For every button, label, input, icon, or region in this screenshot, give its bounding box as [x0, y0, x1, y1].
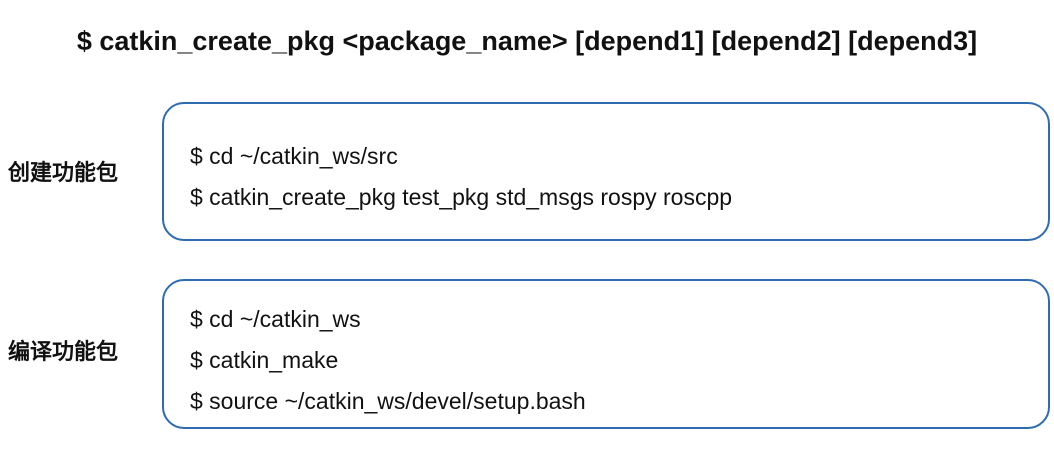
command-line: $ cd ~/catkin_ws	[190, 306, 361, 332]
section-label-build-package: 编译功能包	[8, 340, 119, 365]
command-line: $ catkin_create_pkg test_pkg std_msgs ro…	[190, 184, 733, 210]
command-line: $ catkin_make	[190, 347, 339, 373]
command-box-build-package: $ cd ~/catkin_ws $ catkin_make $ source …	[162, 279, 1050, 429]
command-line: $ cd ~/catkin_ws/src	[190, 143, 398, 169]
command-box-create-package: $ cd ~/catkin_ws/src $ catkin_create_pkg…	[162, 102, 1050, 241]
section-label-create-package: 创建功能包	[8, 161, 119, 186]
page-title: $ catkin_create_pkg <package_name> [depe…	[76, 26, 978, 56]
command-line: $ source ~/catkin_ws/devel/setup.bash	[190, 388, 586, 414]
